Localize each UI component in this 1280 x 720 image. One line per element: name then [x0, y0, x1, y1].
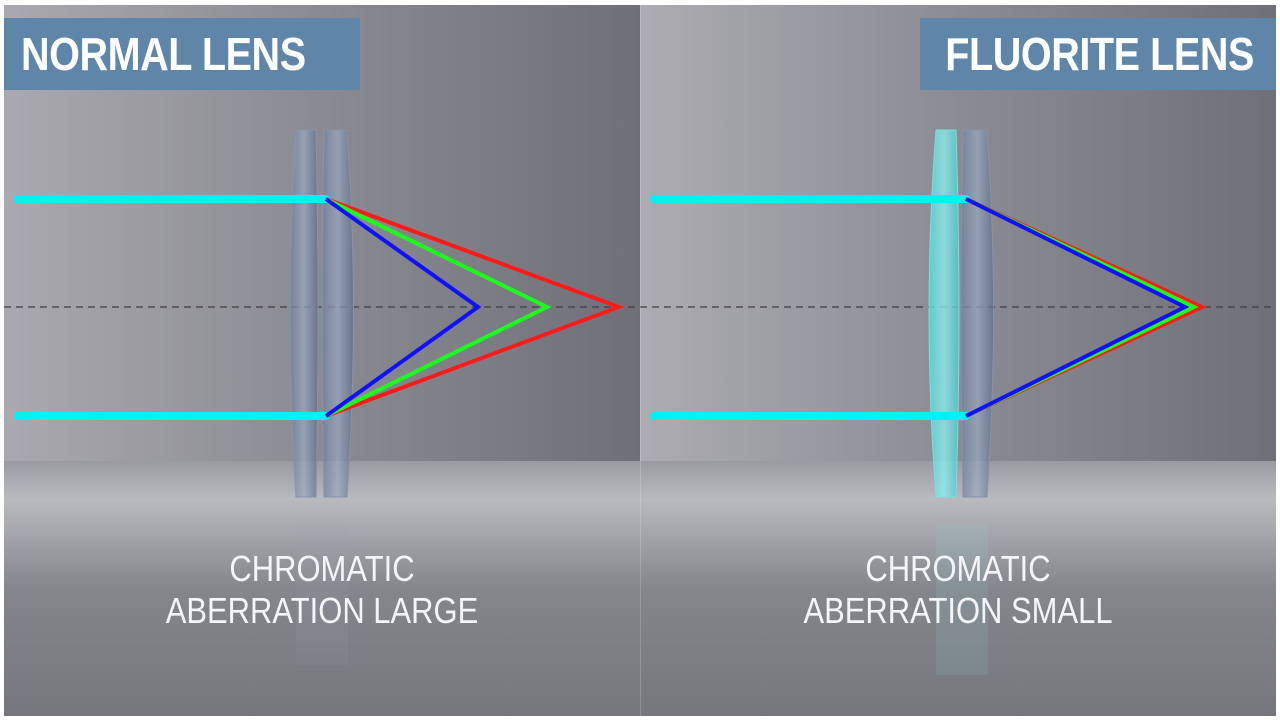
- fluorite-lens-diagram: [640, 129, 1276, 675]
- fluorite-lens-panel: FLUORITE LENS CHROMATIC ABERRATION SMALL: [640, 5, 1276, 716]
- fluorite-lens-element: [928, 129, 960, 498]
- fluorite-lens-caption: CHROMATIC ABERRATION SMALL: [640, 548, 1276, 632]
- normal-lens-caption-line1: CHROMATIC: [229, 548, 415, 589]
- fluorite-lens-caption-line1: CHROMATIC: [865, 548, 1051, 589]
- lens-element-front: [289, 129, 319, 498]
- lens-element-rear: [960, 129, 994, 498]
- normal-lens-panel: NORMAL LENS CHROMATIC ABERRATION LARGE: [4, 5, 640, 716]
- panel-divider: [640, 5, 641, 716]
- blue-ray: [965, 197, 1190, 418]
- blue-ray: [324, 197, 482, 418]
- normal-lens-title: NORMAL LENS: [21, 28, 306, 80]
- fluorite-lens-title: FLUORITE LENS: [945, 28, 1254, 80]
- normal-lens-caption: CHROMATIC ABERRATION LARGE: [4, 548, 640, 632]
- normal-lens-title-box: NORMAL LENS: [4, 18, 360, 90]
- fluorite-lens-caption-line2: ABERRATION SMALL: [803, 590, 1113, 631]
- red-ray: [325, 197, 625, 418]
- lens-element-rear: [321, 129, 354, 498]
- normal-lens-diagram: [4, 129, 640, 665]
- comparison-figure: NORMAL LENS CHROMATIC ABERRATION LARGE: [4, 5, 1276, 716]
- green-ray: [325, 197, 552, 418]
- normal-lens-caption-line2: ABERRATION LARGE: [165, 590, 479, 631]
- fluorite-lens-title-box: FLUORITE LENS: [920, 18, 1276, 90]
